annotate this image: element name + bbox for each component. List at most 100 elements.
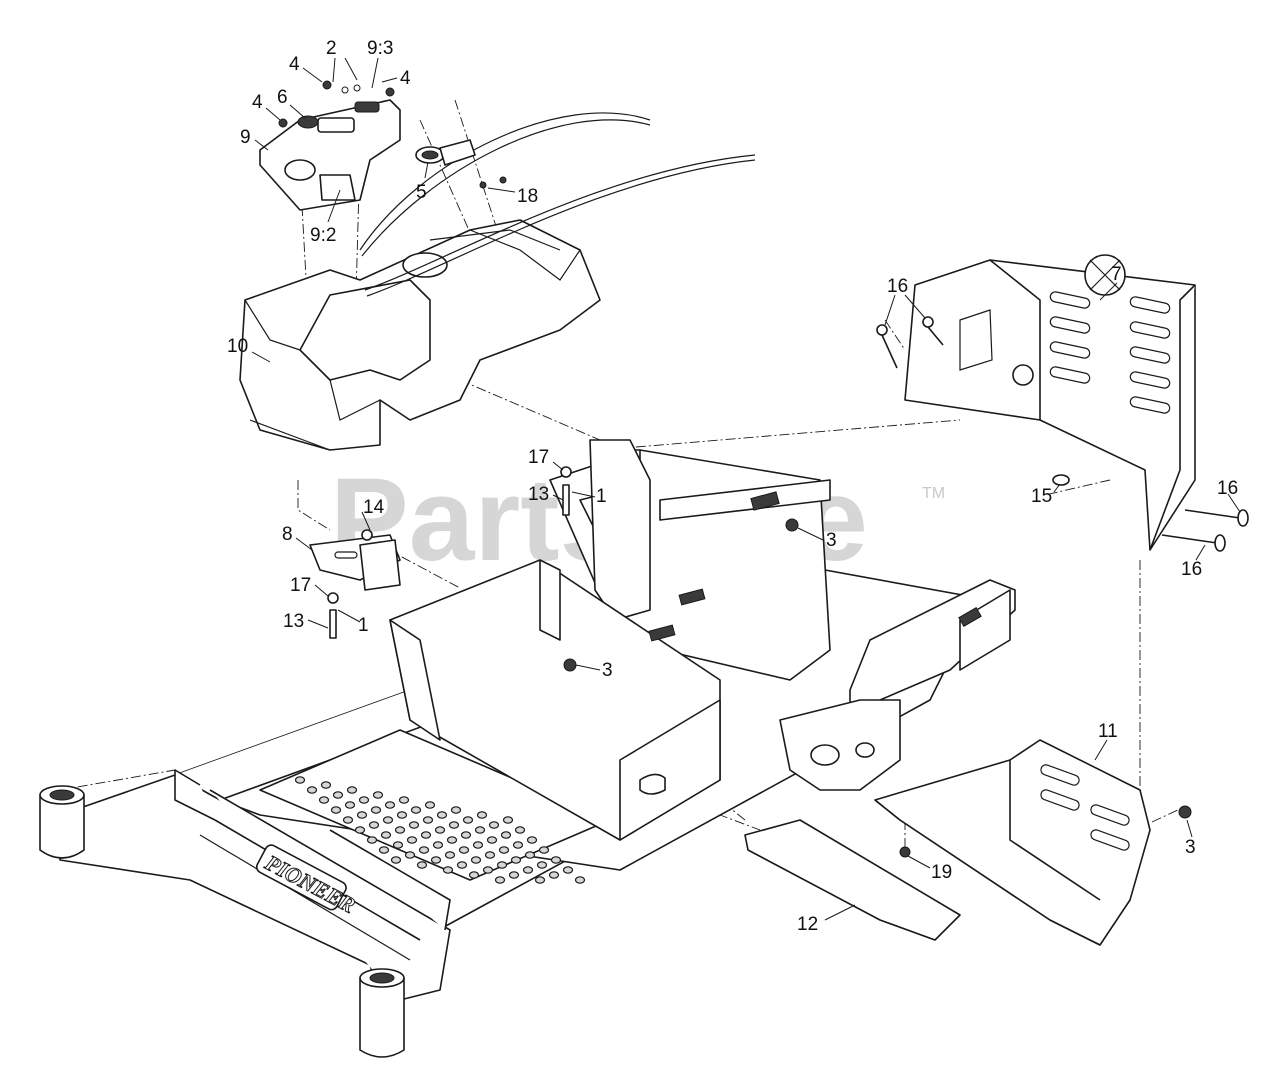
part-7-rear-shield — [904, 254, 1196, 551]
tread-hole — [510, 856, 522, 864]
tread-hole — [356, 811, 368, 819]
tread-hole — [456, 861, 468, 869]
tread-hole — [550, 856, 562, 864]
callout-16: 16 — [1217, 478, 1238, 499]
tread-hole — [380, 831, 392, 839]
tread-hole — [442, 866, 454, 874]
callout-18: 18 — [517, 186, 538, 207]
tread-hole — [370, 806, 382, 814]
tread-hole — [574, 876, 586, 884]
callout-12: 12 — [797, 914, 818, 935]
tread-hole — [436, 811, 448, 819]
rear-shield-slots — [1049, 291, 1171, 414]
tread-hole — [406, 836, 418, 844]
tread-hole — [398, 796, 410, 804]
callout-1: 1 — [596, 486, 607, 507]
tread-hole — [294, 776, 306, 784]
part-10-pod — [239, 219, 601, 451]
callout-16: 16 — [887, 276, 908, 297]
tread-hole — [390, 856, 402, 864]
tread-hole — [394, 826, 406, 834]
callout-17: 17 — [290, 575, 311, 596]
tread-hole — [502, 816, 514, 824]
callout-1: 1 — [358, 615, 369, 636]
tread-hole — [320, 781, 332, 789]
callout-9-3: 9:3 — [367, 38, 393, 59]
tread-hole — [366, 836, 378, 844]
tread-hole — [432, 841, 444, 849]
callout-2: 2 — [326, 38, 337, 59]
tread-hole — [342, 816, 354, 824]
tread-hole — [396, 811, 408, 819]
tread-hole — [344, 801, 356, 809]
tread-hole — [330, 806, 342, 814]
callout-4: 4 — [400, 68, 411, 89]
tread-hole — [484, 851, 496, 859]
part-11-footrest — [874, 739, 1151, 946]
tread-hole — [354, 826, 366, 834]
tread-hole — [306, 786, 318, 794]
tread-hole — [382, 816, 394, 824]
tread-hole — [450, 806, 462, 814]
callout-14: 14 — [363, 497, 385, 518]
callout-17: 17 — [528, 447, 549, 468]
tread-hole — [358, 796, 370, 804]
tread-hole — [524, 851, 536, 859]
tread-hole — [536, 861, 548, 869]
callouts: 2 9:3 4 4 4 6 9 5 18 9:2 10 16 7 17 13 1… — [227, 38, 1241, 935]
callout-9: 9 — [240, 127, 251, 148]
watermark-trademark: TM — [922, 485, 945, 502]
callout-4: 4 — [289, 54, 300, 75]
tread-hole — [508, 871, 520, 879]
callout-9-2: 9:2 — [310, 225, 336, 246]
callout-3: 3 — [826, 530, 837, 551]
tread-hole — [430, 856, 442, 864]
tread-hole — [444, 851, 456, 859]
tread-hole — [434, 826, 446, 834]
tread-hole — [512, 841, 524, 849]
callout-19: 19 — [931, 862, 952, 883]
tread-hole — [404, 851, 416, 859]
tread-hole — [486, 836, 498, 844]
tread-hole — [378, 846, 390, 854]
tread-hole — [422, 816, 434, 824]
tread-hole — [522, 866, 534, 874]
callout-10: 10 — [227, 336, 248, 357]
tread-hole — [416, 861, 428, 869]
tread-hole — [410, 806, 422, 814]
part-12-plate — [744, 819, 961, 941]
tread-hole — [392, 841, 404, 849]
callout-8: 8 — [282, 524, 293, 545]
tread-hole — [514, 826, 526, 834]
callout-11: 11 — [1098, 721, 1118, 742]
tread-hole — [482, 866, 494, 874]
tread-hole — [468, 871, 480, 879]
tread-plate-holes — [294, 776, 586, 884]
tread-hole — [368, 821, 380, 829]
callout-13: 13 — [283, 611, 304, 632]
part-8-bracket — [309, 534, 401, 591]
callout-16: 16 — [1181, 559, 1202, 580]
tread-hole — [496, 861, 508, 869]
tread-hole — [462, 816, 474, 824]
part-5-key-switch — [415, 139, 507, 189]
tread-hole — [448, 821, 460, 829]
tread-hole — [318, 796, 330, 804]
tread-hole — [534, 876, 546, 884]
tread-hole — [474, 826, 486, 834]
tread-hole — [470, 856, 482, 864]
tread-hole — [562, 866, 574, 874]
tread-hole — [526, 836, 538, 844]
tread-hole — [418, 846, 430, 854]
tread-hole — [420, 831, 432, 839]
tread-hole — [372, 791, 384, 799]
callout-6: 6 — [277, 87, 288, 108]
tread-hole — [548, 871, 560, 879]
tread-hole — [500, 831, 512, 839]
tread-hole — [332, 791, 344, 799]
callout-3: 3 — [1185, 837, 1196, 858]
tread-hole — [472, 841, 484, 849]
callout-3: 3 — [602, 660, 613, 681]
part-9-control-panel — [259, 80, 401, 211]
